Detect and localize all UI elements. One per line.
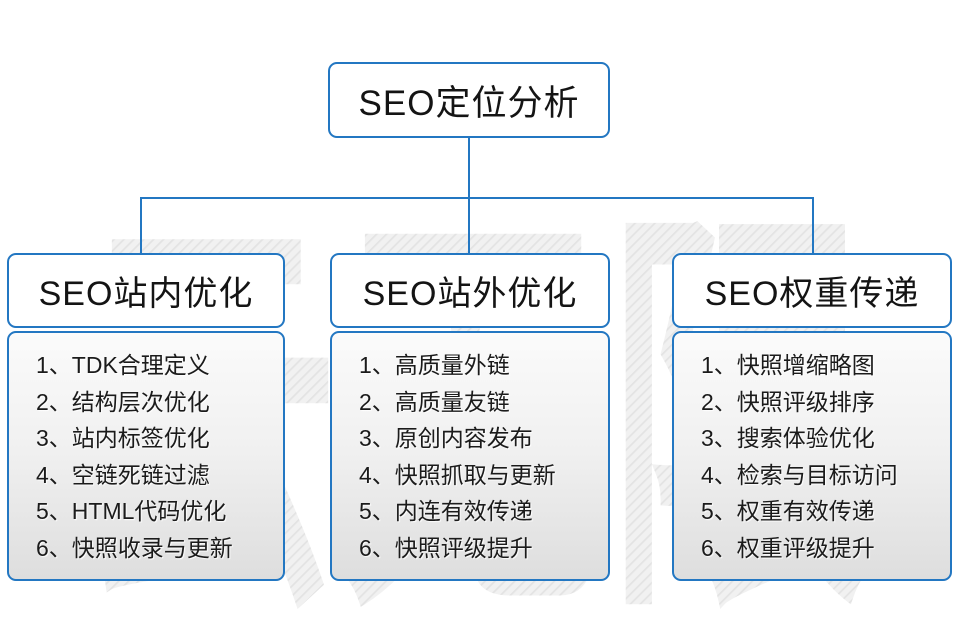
connector-rail <box>140 197 814 199</box>
list-item: 4、空链死链过滤 <box>36 461 210 488</box>
column-list-weight: 1、快照增缩略图 2、快照评级排序 3、搜索体验优化 4、检索与目标访问 5、权… <box>672 331 952 581</box>
list-item: 5、权重有效传递 <box>701 498 875 524</box>
column-header-offsite: SEO站外优化 <box>330 253 610 328</box>
list-item: 6、快照评级提升 <box>359 534 533 561</box>
column-list-offsite: 1、高质量外链 2、高质量友链 3、原创内容发布 4、快照抓取与更新 5、内连有… <box>330 331 610 581</box>
root-node-title: SEO定位分析 <box>358 83 580 123</box>
list-item: 4、快照抓取与更新 <box>359 461 556 488</box>
connector-drop-right <box>812 197 814 254</box>
column-header-onsite: SEO站内优化 <box>7 253 285 328</box>
connector-root-stub <box>468 137 470 198</box>
list-item: 3、站内标签优化 <box>36 425 210 451</box>
list-item: 1、高质量外链 <box>359 352 510 378</box>
list-item: 6、快照收录与更新 <box>36 534 233 561</box>
list-item: 3、原创内容发布 <box>359 425 533 451</box>
column-list-onsite: 1、TDK合理定义 2、结构层次优化 3、站内标签优化 4、空链死链过滤 5、H… <box>7 331 285 581</box>
list-item: 2、结构层次优化 <box>36 388 210 415</box>
connector-drop-middle <box>468 197 470 254</box>
root-node: SEO定位分析 <box>328 62 610 138</box>
column-header-offsite-title: SEO站外优化 <box>362 275 578 313</box>
list-item: 1、TDK合理定义 <box>36 352 210 378</box>
list-item: 3、搜索体验优化 <box>701 425 875 451</box>
list-item: 4、检索与目标访问 <box>701 461 898 488</box>
list-item: 2、高质量友链 <box>359 388 510 415</box>
connector-drop-left <box>140 197 142 254</box>
list-item: 6、权重评级提升 <box>701 534 875 561</box>
column-header-weight: SEO权重传递 <box>672 253 952 328</box>
column-header-weight-title: SEO权重传递 <box>704 275 920 313</box>
list-item: 1、快照增缩略图 <box>701 352 875 378</box>
list-item: 5、内连有效传递 <box>359 498 533 524</box>
list-item: 5、HTML代码优化 <box>36 498 227 524</box>
column-header-onsite-title: SEO站内优化 <box>38 275 254 313</box>
list-item: 2、快照评级排序 <box>701 388 875 415</box>
